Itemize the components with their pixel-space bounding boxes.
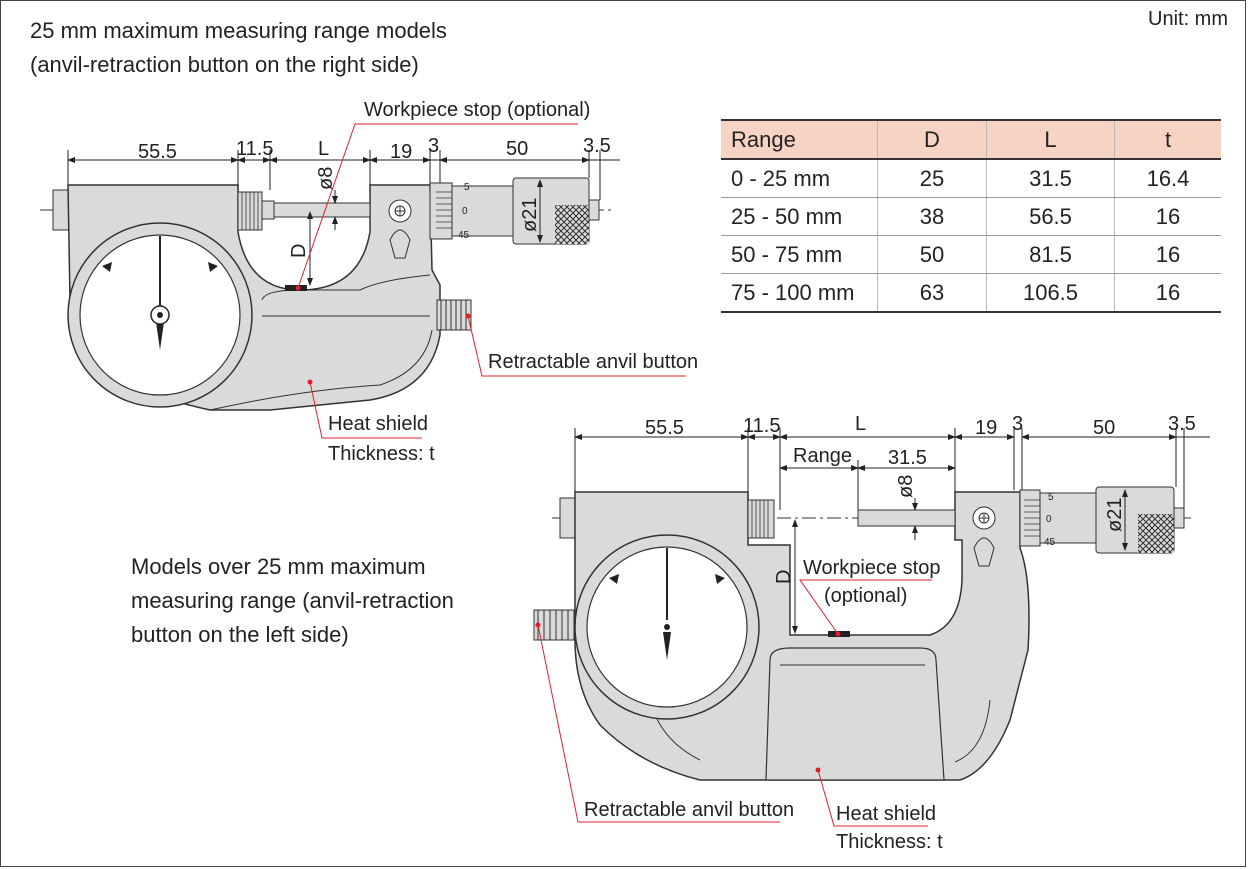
cell-t: 16	[1114, 197, 1221, 236]
top-dim-3-5: 3.5	[583, 135, 611, 157]
bottom-heat-shield-label: Heat shield	[836, 803, 936, 825]
cell-D: 25	[877, 159, 987, 198]
bottom-dim-3-5: 3.5	[1168, 413, 1196, 435]
bottom-dim-L: L	[855, 413, 866, 435]
spec-table-header: Range D L t	[721, 120, 1221, 160]
bottom-dim-31-5: 31.5	[888, 447, 927, 469]
top-dim-55-5: 55.5	[138, 141, 177, 163]
top-dim-50: 50	[506, 138, 528, 160]
top-dim-19: 19	[390, 141, 412, 163]
bottom-scale-45: 45	[1044, 537, 1056, 548]
bottom-dim-19: 19	[975, 417, 997, 439]
bottom-dim-55-5: 55.5	[645, 417, 684, 439]
top-title-line1: 25 mm maximum measuring range models	[30, 18, 447, 43]
bottom-dim-dia21: ø21	[1104, 498, 1126, 532]
top-anvil-cap	[52, 189, 70, 231]
cell-D: 38	[877, 197, 987, 236]
bottom-dim-50: 50	[1093, 417, 1115, 439]
cell-D: 50	[877, 235, 987, 274]
header-range: Range	[721, 120, 878, 160]
cell-t: 16	[1114, 273, 1221, 313]
cell-range: 25 - 50 mm	[721, 197, 878, 236]
cell-t: 16.4	[1114, 159, 1221, 198]
bottom-workpiece-stop-optional: (optional)	[824, 585, 907, 607]
top-heat-shield-label: Heat shield	[328, 413, 428, 435]
top-retract-button-label: Retractable anvil button	[488, 351, 698, 373]
table-row: 75 - 100 mm 63 106.5 16	[721, 273, 1221, 313]
table-row: 25 - 50 mm 38 56.5 16	[721, 197, 1221, 236]
top-dim-3: 3	[428, 135, 439, 157]
bottom-scale-5: 5	[1048, 492, 1054, 503]
bottom-retract-button-label: Retractable anvil button	[584, 799, 794, 821]
table-row: 50 - 75 mm 50 81.5 16	[721, 235, 1221, 274]
bottom-dim-range: Range	[793, 445, 852, 467]
top-dim-dia21: ø21	[519, 198, 541, 232]
top-scale-0: 0	[462, 206, 468, 217]
table-row: 0 - 25 mm 25 31.5 16.4	[721, 159, 1221, 198]
bottom-dim-11-5: 11.5	[743, 415, 780, 437]
cell-range: 50 - 75 mm	[721, 235, 878, 274]
top-title-line2: (anvil-retraction button on the right si…	[30, 52, 419, 77]
bottom-thickness-label: Thickness: t	[836, 831, 943, 853]
top-thickness-label: Thickness: t	[328, 443, 435, 465]
spec-table: Range D L t 0 - 25 mm 25 31.5 16.4 25 - …	[721, 119, 1221, 313]
bottom-scale-0: 0	[1046, 514, 1052, 525]
cell-range: 75 - 100 mm	[721, 273, 878, 313]
bottom-micrometer: 5 0 45	[533, 486, 1195, 781]
bottom-title-line1: Models over 25 mm maximum	[131, 554, 426, 579]
bottom-title-line2: measuring range (anvil-retraction	[131, 588, 454, 613]
top-dim-11-5: 11.5	[236, 138, 273, 160]
cell-L: 106.5	[986, 273, 1115, 313]
cell-L: 31.5	[986, 159, 1115, 198]
bottom-workpiece-stop-label: Workpiece stop	[803, 557, 940, 579]
bottom-anvil-cap	[559, 497, 577, 539]
top-dimensions	[67, 150, 620, 286]
bottom-dimension-labels: 55.5 11.5 L Range 31.5 19 3 50 3.5 ø8 D …	[645, 413, 1196, 584]
cell-L: 56.5	[986, 197, 1115, 236]
top-scale-45: 45	[458, 230, 470, 241]
cell-range: 0 - 25 mm	[721, 159, 878, 198]
cell-L: 81.5	[986, 235, 1115, 274]
bottom-leaders	[537, 579, 932, 827]
bottom-title-line3: button on the left side)	[131, 622, 349, 647]
unit-label: Unit: mm	[1148, 8, 1228, 30]
top-workpiece-stop-label: Workpiece stop (optional)	[364, 99, 590, 121]
top-dim-D: D	[288, 244, 310, 258]
cell-D: 63	[877, 273, 987, 313]
bottom-heat-shield	[765, 647, 945, 781]
header-t: t	[1114, 120, 1221, 160]
bottom-dim-3: 3	[1012, 413, 1023, 435]
top-dim-L: L	[318, 138, 329, 160]
top-dimension-labels: 55.5 11.5 L 19 3 50 3.5 ø8 D ø21	[138, 135, 611, 258]
header-L: L	[986, 120, 1115, 160]
top-micrometer: 5 0 45	[40, 177, 615, 411]
header-D: D	[877, 120, 987, 160]
top-scale-5: 5	[464, 182, 470, 193]
top-dim-dia8: ø8	[315, 167, 337, 190]
top-leaders	[297, 123, 686, 439]
cell-t: 16	[1114, 235, 1221, 274]
bottom-dimensions	[574, 428, 1210, 634]
bottom-dim-dia8: ø8	[895, 475, 917, 498]
bottom-dim-D: D	[773, 570, 795, 584]
